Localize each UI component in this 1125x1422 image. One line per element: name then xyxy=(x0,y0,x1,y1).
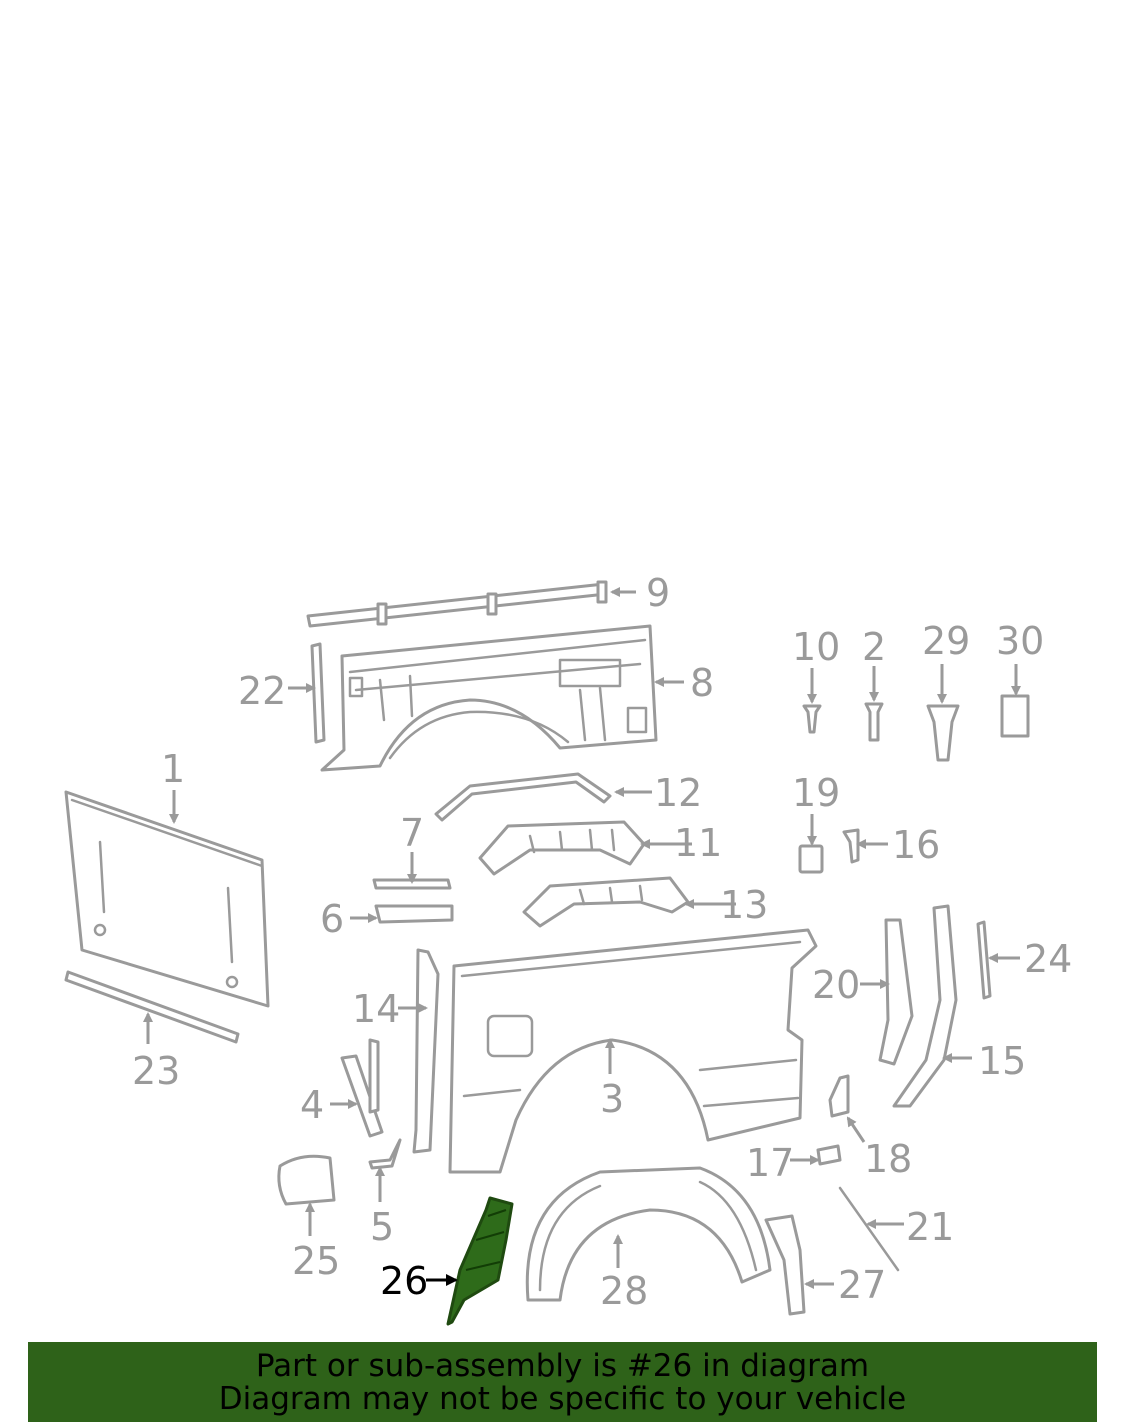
label-2: 2 xyxy=(862,625,886,669)
part-19 xyxy=(798,844,824,874)
label-11: 11 xyxy=(674,821,722,865)
label-15: 15 xyxy=(978,1039,1026,1083)
part-7-strip xyxy=(372,878,452,890)
part-29-fastener xyxy=(926,704,960,762)
part-12-arch-rail xyxy=(434,772,612,822)
label-30: 30 xyxy=(996,619,1044,663)
label-22: 22 xyxy=(238,669,286,713)
label-21: 21 xyxy=(906,1205,954,1249)
label-3: 3 xyxy=(600,1077,624,1121)
arrows xyxy=(143,587,1021,1289)
part-3-outer-bed-side xyxy=(448,928,818,1174)
part-28-wheelhouse-liner xyxy=(525,1166,772,1302)
part-23-bottom-strip xyxy=(64,970,240,1044)
label-1: 1 xyxy=(161,747,185,791)
part-15 xyxy=(892,904,958,1108)
part-13-bracket xyxy=(522,876,690,928)
part-27 xyxy=(764,1214,806,1316)
label-14: 14 xyxy=(352,987,400,1031)
label-12: 12 xyxy=(654,771,702,815)
part-26-highlighted xyxy=(446,1196,514,1326)
info-banner: Part or sub-assembly is #26 in diagram D… xyxy=(28,1342,1097,1422)
label-29: 29 xyxy=(922,619,970,663)
label-19: 19 xyxy=(792,771,840,815)
label-26: 26 xyxy=(380,1259,428,1303)
label-6: 6 xyxy=(320,897,344,941)
label-24: 24 xyxy=(1024,937,1072,981)
part-10-fastener xyxy=(802,704,822,734)
part-9-top-rail xyxy=(306,580,608,628)
part-14-pillar xyxy=(412,948,440,1154)
banner-line-1: Part or sub-assembly is #26 in diagram xyxy=(255,1348,870,1384)
label-17: 17 xyxy=(746,1141,794,1185)
part-6-block xyxy=(374,904,454,924)
label-13: 13 xyxy=(720,883,768,927)
banner-line-2: Diagram may not be specific to your vehi… xyxy=(218,1381,907,1417)
label-16: 16 xyxy=(892,823,940,867)
label-5: 5 xyxy=(370,1205,394,1249)
part-18 xyxy=(828,1074,850,1118)
part-20 xyxy=(878,918,914,1066)
label-4: 4 xyxy=(300,1083,324,1127)
label-27: 27 xyxy=(838,1263,886,1307)
part-25-cap xyxy=(277,1154,336,1206)
part-30-clip xyxy=(1000,694,1030,738)
label-8: 8 xyxy=(690,661,714,705)
part-11-bracket xyxy=(478,820,646,876)
part-4 xyxy=(340,1038,384,1138)
label-20: 20 xyxy=(812,963,860,1007)
part-17 xyxy=(816,1144,842,1166)
label-23: 23 xyxy=(132,1049,180,1093)
label-7: 7 xyxy=(400,811,424,855)
label-28: 28 xyxy=(600,1269,648,1313)
part-1-front-panel xyxy=(64,790,270,1008)
label-10: 10 xyxy=(792,625,840,669)
part-24 xyxy=(976,920,992,1000)
part-16 xyxy=(842,828,860,864)
part-22-strip xyxy=(310,642,326,744)
part-8-inner-side-panel xyxy=(320,624,658,772)
part-21-rod xyxy=(838,1186,900,1272)
part-2-fastener xyxy=(864,702,884,742)
label-25: 25 xyxy=(292,1239,340,1283)
label-18: 18 xyxy=(864,1137,912,1181)
label-9: 9 xyxy=(646,571,670,615)
part-5 xyxy=(368,1138,402,1170)
